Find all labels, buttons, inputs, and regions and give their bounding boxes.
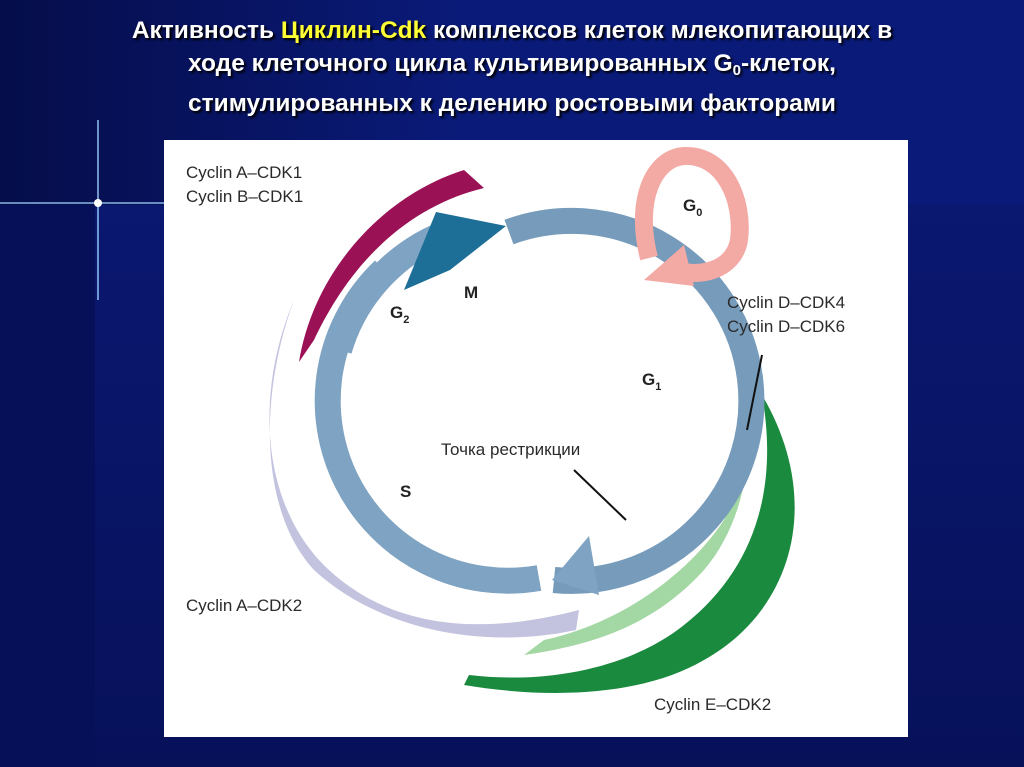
restriction-point-label: Точка рестрикции bbox=[441, 440, 580, 459]
restriction-pointer bbox=[573, 469, 627, 521]
cyclin-d-cdk4-arc bbox=[524, 290, 749, 655]
cyclin-d-pointer bbox=[746, 354, 763, 431]
phase-m-label: M bbox=[464, 283, 478, 302]
cyclin-b-cdk1-label: Cyclin B–CDK1 bbox=[186, 187, 303, 206]
left-band bbox=[0, 205, 95, 767]
slide-title: Активность Циклин-Cdk комплексов клеток … bbox=[131, 17, 893, 117]
cyclin-a-cdk1-label: Cyclin A–CDK1 bbox=[186, 163, 302, 182]
cyclin-d-cdk4-label: Cyclin D–CDK4 bbox=[727, 293, 845, 312]
cell-cycle-diagram: M G2 G1 S G0 Cyclin A–CDK1 Cyclin B–CDK1… bbox=[164, 140, 908, 737]
cyclin-e-cdk2-label: Cyclin E–CDK2 bbox=[654, 695, 771, 714]
g0-loop bbox=[634, 147, 749, 282]
cell-cycle-ring bbox=[504, 207, 765, 594]
cyclin-b-cdk1-arc bbox=[299, 170, 484, 362]
cyclin-e-cdk2-arc bbox=[464, 395, 795, 693]
phase-g0-label: G0 bbox=[683, 196, 702, 219]
phase-g1-label: G1 bbox=[642, 370, 661, 393]
phase-g2-label: G2 bbox=[390, 303, 409, 326]
g0-arrowhead bbox=[644, 245, 694, 286]
title-highlight: Циклин-Cdk bbox=[280, 17, 427, 44]
restriction-arrowhead bbox=[552, 536, 599, 595]
phase-s-label: S bbox=[400, 482, 411, 501]
m-phase-arrow bbox=[404, 212, 506, 290]
sparkle-decoration bbox=[0, 120, 170, 300]
cyclin-a-cdk2-label: Cyclin A–CDK2 bbox=[186, 596, 302, 615]
cyclin-d-cdk6-label: Cyclin D–CDK6 bbox=[727, 317, 845, 336]
